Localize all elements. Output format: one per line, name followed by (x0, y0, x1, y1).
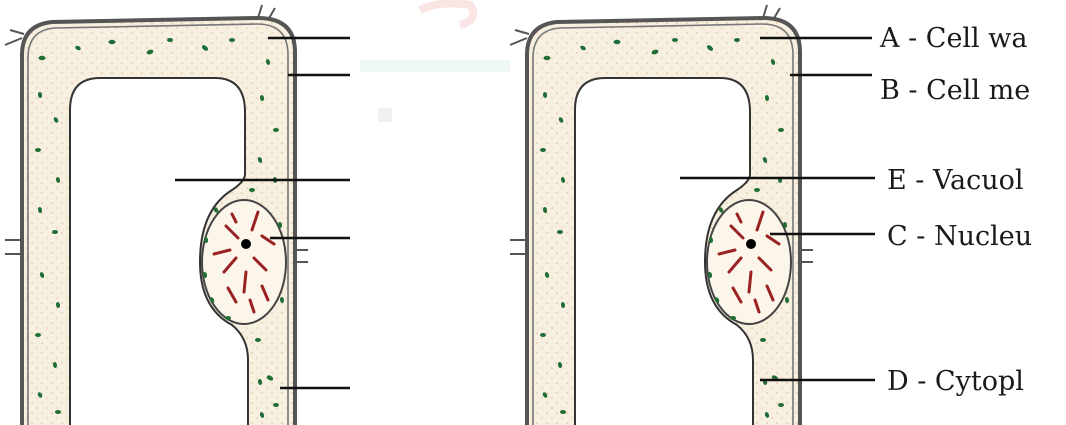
label-cell-wall: A - Cell wa (879, 23, 1028, 54)
watermark-smudge (360, 3, 510, 122)
unlabeled-cell-diagram (5, 5, 350, 425)
label-nucleus: C - Nucleu (887, 221, 1032, 252)
label-vacuole: E - Vacuol (887, 165, 1024, 196)
label-cytoplasm: D - Cytopl (887, 366, 1024, 397)
labeled-cell-diagram: A - Cell wa B - Cell me E - Vacuol C - N… (510, 5, 1032, 425)
label-cell-membrane: B - Cell me (880, 75, 1030, 106)
